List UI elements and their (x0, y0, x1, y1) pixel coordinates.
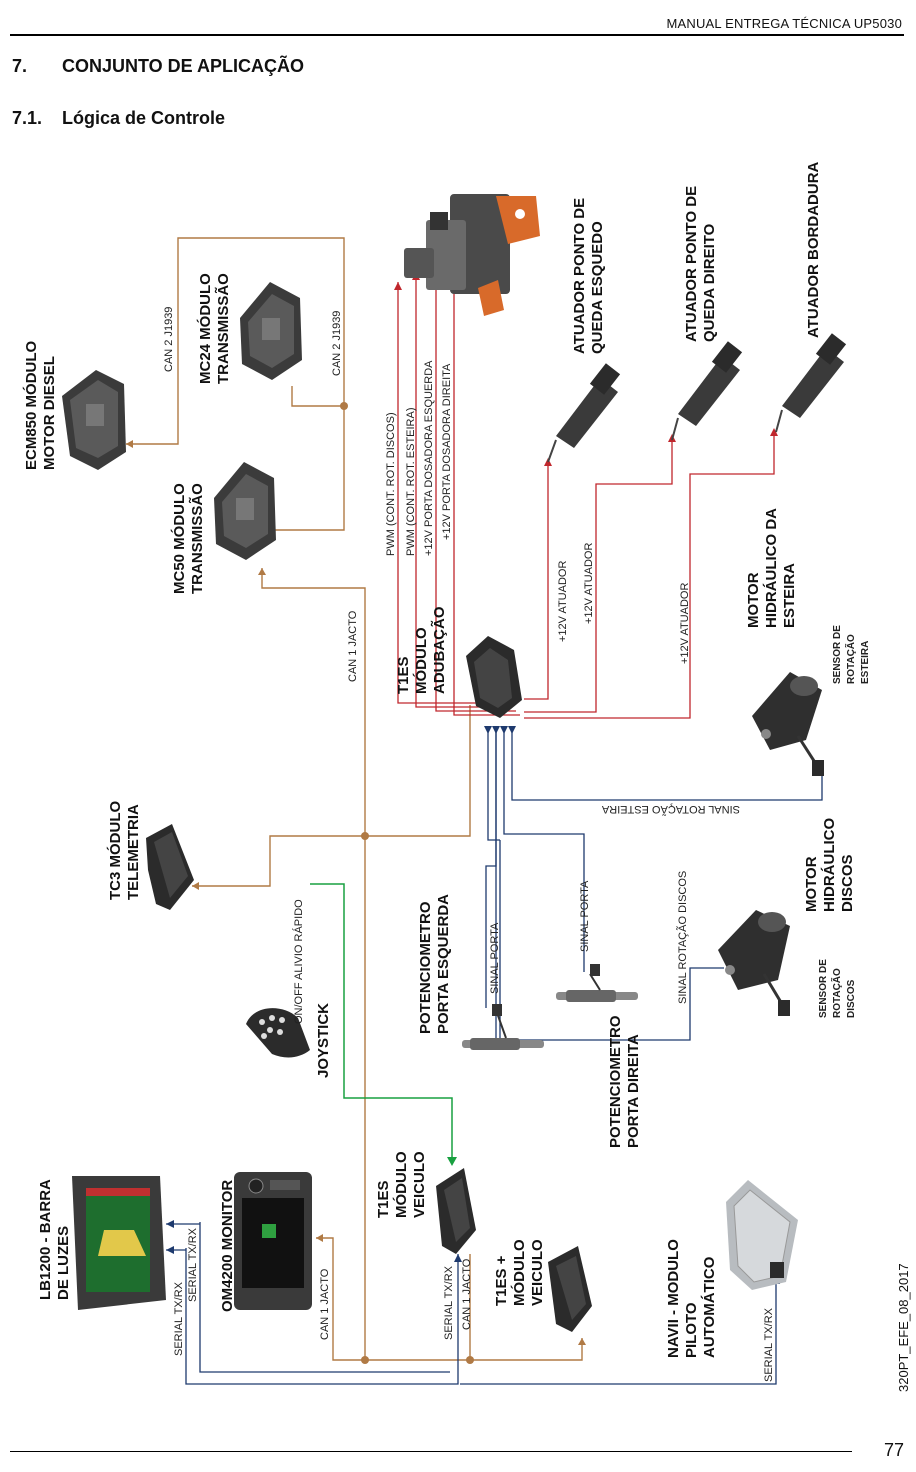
joystick-arrowhead (447, 1157, 457, 1166)
atuador-direito-icon (671, 341, 743, 441)
can1-bottom-label-1: CAN 1 JACTO (319, 1268, 331, 1340)
v12-esquerda-label: +12V PORTA DOSADORA ESQUERDA (423, 360, 435, 556)
lb1200-label: LB1200 - BARRADE LUZES (37, 1179, 72, 1300)
mc50-module-icon (214, 462, 276, 560)
v12-atuador-2-label: +12V ATUADOR (583, 543, 595, 624)
t1es-plus-label: T1ES +MÓDULOVEICULO (493, 1239, 546, 1306)
ecm850-module-icon (62, 370, 126, 470)
sinal-esteira-label: SINAL ROTAÇÃO ESTEIRA (601, 803, 740, 816)
can-wires (126, 237, 583, 1361)
t1es-plus-module-icon (548, 1246, 592, 1332)
pot-direito-label: POTENCIOMETROPORTA DIREITA (607, 1015, 642, 1148)
subsection-heading: 7.1. Lógica de Controle (12, 108, 225, 129)
om4200-monitor-icon (234, 1172, 312, 1310)
sinal-porta-1-label: SINAL PORTA (489, 922, 501, 994)
lb1200-light-bar-icon (72, 1176, 166, 1310)
navii-label: NAVII - MODULOPILOTOAUTOMÁTICO (665, 1239, 718, 1358)
v12-atuador-1-label: +12V ATUADOR (557, 561, 569, 642)
header-rule (10, 34, 904, 36)
potenciometro-esquerdo-icon (462, 1004, 544, 1050)
control-logic-diagram: ECM850 MÓDULOMOTOR DIESEL MC24 MÓDULOTRA… (22, 161, 871, 1385)
pwm-discos-label: PWM (CONT. ROT. DISCOS) (385, 412, 397, 556)
serial-label-1: SERIAL TX/RX (173, 1281, 185, 1356)
atuador-esquerdo-label: ATUADOR PONTO DEQUEDA ESQUEDO (571, 198, 606, 354)
mc24-label: MC24 MÓDULOTRANSMISSÃO (196, 273, 232, 384)
onoff-label: ON/OFF ALIVIO RÁPIDO (292, 899, 305, 1024)
motor-discos-icon (718, 910, 790, 1016)
motor-esteira-label: MOTORHIDRÁULICO DAESTEIRA (745, 508, 798, 628)
signal-wires (166, 726, 823, 1385)
serial-label-4: SERIAL TX/RX (763, 1307, 775, 1382)
subsection-number: 7.1. (12, 108, 43, 128)
serial-label-3: SERIAL TX/RX (443, 1265, 455, 1340)
navii-module-icon (726, 1180, 798, 1290)
atuador-bordadura-label: ATUADOR BORDADURA (805, 161, 822, 338)
can1-bottom-label-2: CAN 1 JACTO (461, 1258, 473, 1330)
joystick-label: JOYSTICK (315, 1003, 332, 1078)
mc24-module-icon (240, 282, 302, 380)
potenciometro-direito-icon (556, 964, 638, 1002)
tc3-module-icon (146, 824, 194, 910)
t1es-adubacao-label: T1ESMÓDULOADUBAÇÃO (395, 606, 448, 694)
manual-header-title: MANUAL ENTREGA TÉCNICA UP5030 (666, 16, 902, 31)
device-labels: ECM850 MÓDULOMOTOR DIESEL MC24 MÓDULOTRA… (22, 161, 871, 1358)
subsection-title: Lógica de Controle (62, 108, 226, 128)
v12-direita-label: +12V PORTA DOSADORA DIREITA (441, 363, 453, 540)
section-heading: 7. CONJUNTO DE APLICAÇÃO (12, 56, 304, 77)
pwm-esteira-label: PWM (CONT. ROT. ESTEIRA) (405, 408, 417, 557)
tc3-label: TC3 MÓDULOTELEMETRIA (106, 801, 142, 900)
page-number: 77 (883, 1440, 904, 1460)
atuador-bordadura-icon (775, 333, 847, 433)
can2-label-b: CAN 2 J1939 (331, 311, 343, 376)
joystick-wire (310, 883, 453, 1160)
sinal-discos-label: SINAL ROTAÇÃO DISCOS (676, 871, 689, 1004)
om4200-label: OM4200 MONITOR (219, 1180, 236, 1312)
t1es-adubacao-module-icon (466, 636, 522, 718)
section-number: 7. (12, 56, 28, 76)
atuador-esquerdo-icon (547, 363, 621, 463)
mc50-label: MC50 MÓDULOTRANSMISSÃO (170, 483, 206, 594)
t1es-veiculo-label: T1ESMÓDULOVEICULO (375, 1151, 428, 1218)
motor-esteira-icon (752, 672, 824, 776)
hydraulic-valve-block-icon (404, 194, 540, 316)
document-reference: 320PT_EFE_08_2017 (896, 1263, 911, 1392)
ecm850-label: ECM850 MÓDULOMOTOR DIESEL (22, 340, 58, 470)
atuador-direito-label: ATUADOR PONTO DEQUEDA DIREITO (683, 186, 718, 342)
footer-rule (10, 1451, 852, 1452)
motor-discos-label: MOTORHIDRÁULICODISCOS (803, 818, 856, 912)
can1-top-label: CAN 1 JACTO (347, 610, 359, 682)
sinal-porta-2-label: SINAL PORTA (579, 880, 591, 952)
v12-atuador-3-label: +12V ATUADOR (679, 583, 691, 664)
signal-labels: CAN 2 J1939 CAN 2 J1939 CAN 1 JACTO PWM … (163, 307, 775, 1382)
can-junctions (340, 402, 474, 1364)
section-title: CONJUNTO DE APLICAÇÃO (62, 56, 305, 76)
can2-label-a: CAN 2 J1939 (163, 307, 175, 372)
pot-esquerdo-label: POTENCIOMETROPORTA ESQUERDA (417, 894, 452, 1034)
t1es-veiculo-module-icon (436, 1168, 476, 1254)
serial-label-2: SERIAL TX/RX (187, 1227, 199, 1302)
joystick-icon (246, 1008, 310, 1058)
